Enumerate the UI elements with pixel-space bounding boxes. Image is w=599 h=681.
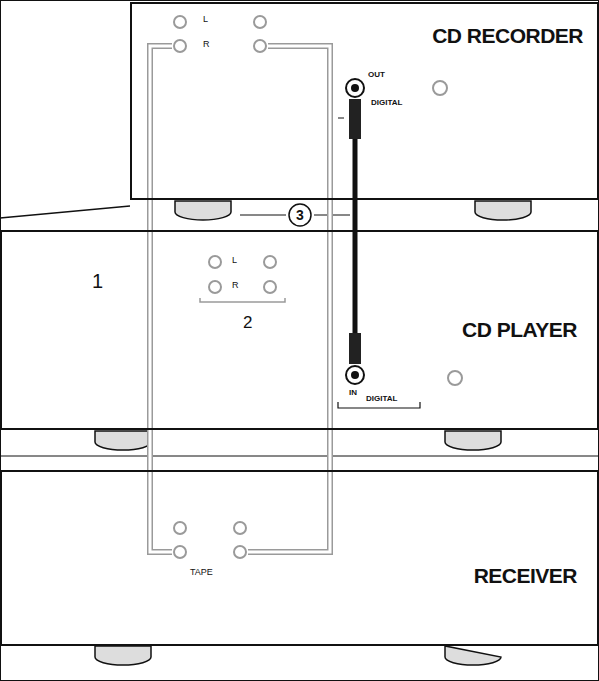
digital-out-jack xyxy=(338,79,364,200)
panel-label: TAPE xyxy=(190,566,213,578)
device-box: RECEIVER xyxy=(0,470,599,646)
analog-sockets xyxy=(174,16,447,95)
device-name: CD RECORDER xyxy=(432,24,583,48)
panel-label: 1 xyxy=(92,268,103,294)
shelf-edge xyxy=(0,456,599,457)
digital-cable xyxy=(355,200,356,230)
panel-label: L xyxy=(203,13,208,25)
device-name: RECEIVER xyxy=(474,564,577,588)
shelf-edge xyxy=(0,206,130,218)
analog-cable xyxy=(150,46,330,200)
device-box: CD PLAYER xyxy=(0,230,599,430)
analog-cable xyxy=(150,470,330,552)
digital-in-jack xyxy=(346,230,364,384)
leader-line xyxy=(240,215,286,216)
panel-label: IN xyxy=(349,388,357,398)
tape-sockets xyxy=(174,522,246,558)
panel-label: R xyxy=(232,279,239,291)
analog-sockets xyxy=(209,256,462,385)
panel-label: OUT xyxy=(368,70,385,80)
callout-number: 3 xyxy=(289,206,311,224)
bracket xyxy=(200,298,285,302)
device-feet xyxy=(95,201,531,665)
panel-label: DIGITAL xyxy=(366,394,397,404)
callout-circle xyxy=(289,204,311,226)
panel-label: R xyxy=(203,38,210,50)
panel-label: L xyxy=(232,254,237,266)
device-box: CD RECORDER xyxy=(130,2,599,200)
panel-label: DIGITAL xyxy=(371,98,402,108)
device-name: CD PLAYER xyxy=(462,318,577,342)
panel-label: 2 xyxy=(243,312,252,334)
